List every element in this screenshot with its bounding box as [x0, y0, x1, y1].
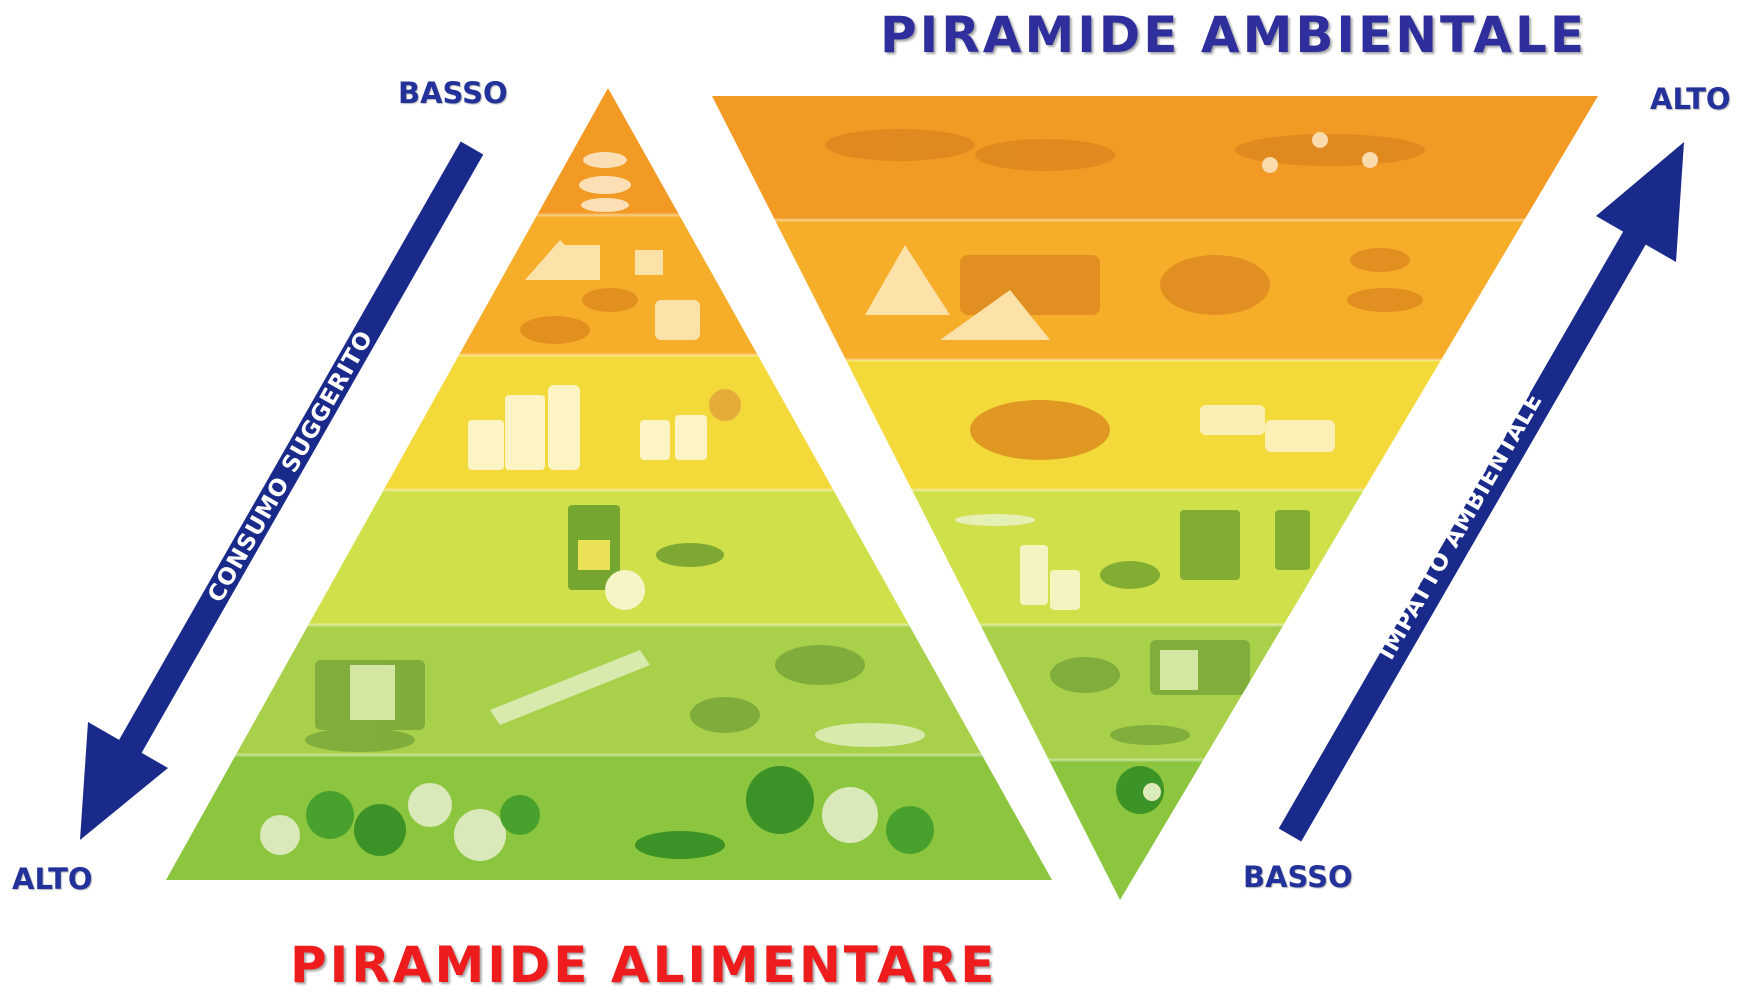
sweets-and-cured-meat-icon — [579, 152, 631, 212]
consumo-high-label: ALTO — [12, 862, 93, 896]
food-pyramid-title: PIRAMIDE ALIMENTARE — [290, 936, 998, 994]
cheese-meat-fish-eggs-icon — [520, 240, 700, 344]
impatto-high-label: ALTO — [1650, 82, 1731, 116]
consumo-low-label: BASSO — [398, 76, 508, 110]
oil-and-nuts-icon — [568, 505, 724, 610]
beef-icon — [825, 129, 1425, 173]
food-band-5 — [166, 625, 1052, 755]
impatto-ambientale-label: IMPATTO AMBIENTALE — [1374, 389, 1548, 665]
impatto-low-label: BASSO — [1243, 860, 1353, 894]
milk-oil-and-nuts-icon — [955, 510, 1310, 610]
env-band-3 — [712, 360, 1598, 490]
fruit-and-vegetables-icon — [1116, 766, 1164, 814]
bread-and-pasta-icon — [1050, 640, 1250, 745]
eggs-poultry-and-sweets-icon — [970, 400, 1335, 460]
env-band-1 — [712, 96, 1598, 220]
milk-and-yogurt-icon — [468, 385, 741, 470]
environmental-pyramid-title: PIRAMIDE AMBIENTALE — [880, 6, 1587, 64]
fruit-and-vegetables-icon — [260, 766, 934, 861]
bread-pasta-rice-potatoes-legumes-icon — [305, 645, 925, 752]
env-band-2 — [712, 220, 1598, 360]
cheese-and-fish-icon — [865, 245, 1423, 340]
